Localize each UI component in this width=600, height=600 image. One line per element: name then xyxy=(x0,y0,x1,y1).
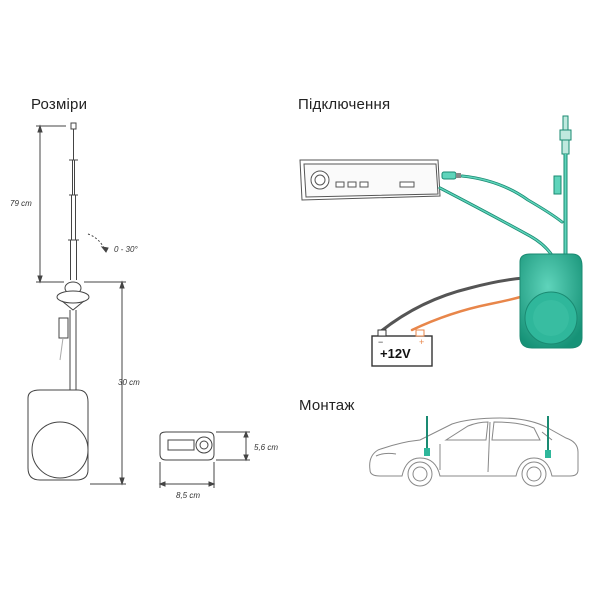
antenna-clip xyxy=(58,317,69,339)
label-5-6cm: 5,6 cm xyxy=(254,443,278,452)
battery-label: +12V xyxy=(380,346,411,361)
connection-heading: Підключення xyxy=(298,96,391,113)
tilt-arc xyxy=(87,233,109,253)
label-30cm: 30 cm xyxy=(118,378,140,387)
antenna-ball-joint xyxy=(56,281,90,311)
antenna-plug xyxy=(441,171,461,180)
amplifier-housing xyxy=(27,389,89,481)
mounting-heading: Монтаж xyxy=(299,397,355,414)
battery: +12V − + xyxy=(371,329,433,367)
antenna-size-drawing xyxy=(27,122,126,486)
sizes-heading: Розміри xyxy=(31,96,88,113)
car-radio xyxy=(299,159,441,201)
battery-minus: − xyxy=(378,337,383,347)
wires xyxy=(378,174,564,334)
label-tilt: 0 - 30° xyxy=(114,245,138,254)
antenna-mast xyxy=(68,122,79,280)
mount-antennas xyxy=(424,416,551,458)
car-mounting-drawing xyxy=(369,417,579,487)
connection-antenna xyxy=(553,115,572,258)
dim-79 xyxy=(36,124,66,284)
dim-30 xyxy=(84,280,126,486)
power-wire xyxy=(410,294,526,332)
label-8-5cm: 8,5 cm xyxy=(176,491,200,500)
base-size-drawing xyxy=(158,430,250,488)
ground-wire xyxy=(378,276,526,334)
label-79cm: 79 cm xyxy=(10,199,32,208)
battery-plus: + xyxy=(419,337,424,347)
connection-amplifier xyxy=(519,253,583,349)
